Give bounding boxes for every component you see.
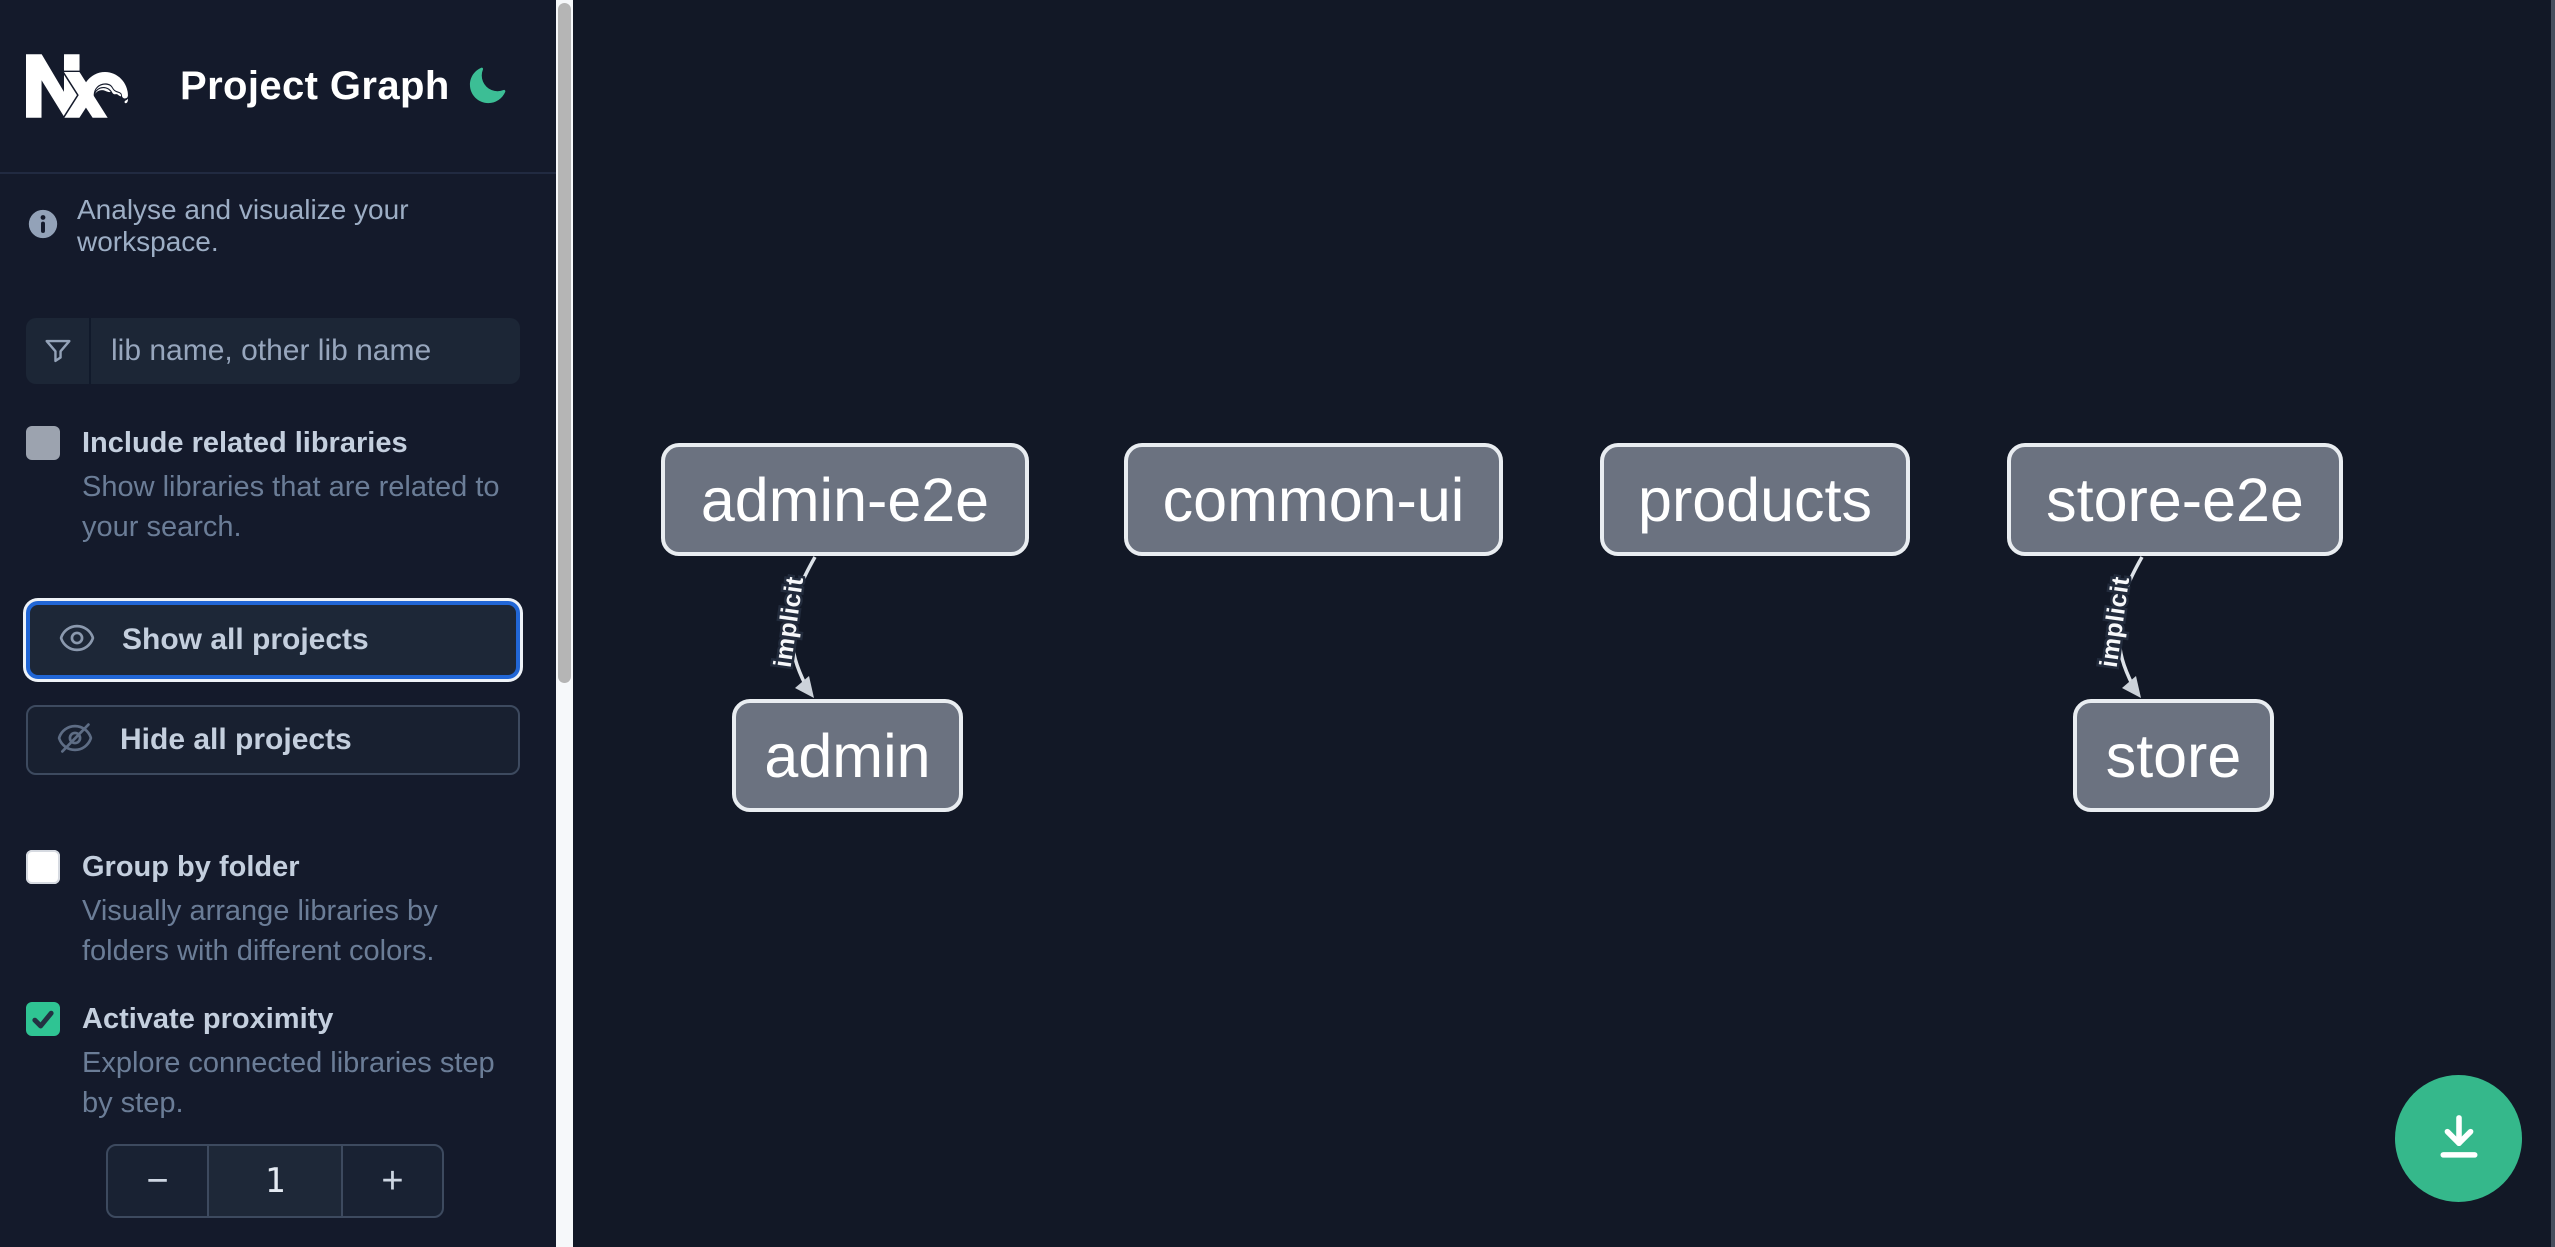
show-all-projects-button[interactable]: Show all projects bbox=[26, 601, 520, 679]
nx-logo bbox=[26, 34, 128, 138]
graph-node-store-e2e[interactable]: store-e2e bbox=[2007, 443, 2343, 556]
edge-label[interactable]: implicit bbox=[2092, 572, 2137, 672]
info-icon bbox=[26, 207, 60, 246]
activate-proximity-checkbox[interactable] bbox=[26, 1002, 60, 1036]
group-by-folder-label: Group by folder bbox=[82, 851, 300, 883]
sidebar-scrollbar-track[interactable] bbox=[556, 0, 573, 1247]
graph-node-common-ui[interactable]: common-ui bbox=[1124, 443, 1503, 556]
check-icon bbox=[32, 1010, 54, 1029]
stepper-value: 1 bbox=[207, 1146, 343, 1216]
filter-box bbox=[26, 318, 520, 384]
include-related-checkbox[interactable] bbox=[26, 426, 60, 460]
show-all-projects-label: Show all projects bbox=[122, 623, 369, 656]
tagline-row: Analyse and visualize your workspace. bbox=[26, 194, 556, 258]
edge-line bbox=[790, 556, 817, 687]
eye-slash-icon bbox=[56, 719, 94, 762]
edge-admin-e2e-admin[interactable]: implicit bbox=[766, 556, 817, 698]
edge-store-e2e-store[interactable]: implicit bbox=[2092, 556, 2144, 698]
option-activate-proximity: Activate proximity Explore connected lib… bbox=[26, 1000, 527, 1123]
moon-icon[interactable] bbox=[466, 65, 508, 107]
graph-edges-layer: implicit implicit bbox=[766, 556, 2144, 698]
graph-node-admin-e2e[interactable]: admin-e2e bbox=[661, 443, 1029, 556]
sidebar: Project Graph Analyse and visualize your… bbox=[0, 0, 556, 1247]
option-group-by-folder: Group by folder Visually arrange librari… bbox=[26, 848, 527, 971]
edge-arrowhead bbox=[2122, 676, 2141, 698]
graph-node-admin[interactable]: admin bbox=[732, 699, 963, 812]
eye-icon bbox=[58, 619, 96, 662]
graph-node-store[interactable]: store bbox=[2073, 699, 2274, 812]
option-include-related: Include related libraries Show libraries… bbox=[26, 424, 527, 547]
group-by-folder-description: Visually arrange libraries by folders wi… bbox=[82, 895, 438, 967]
sidebar-scrollbar-thumb[interactable] bbox=[558, 3, 571, 683]
include-related-label: Include related libraries bbox=[82, 427, 408, 459]
stepper-decrement-button[interactable]: − bbox=[146, 1159, 169, 1202]
edge-arrowhead bbox=[795, 676, 814, 698]
graph-node-products[interactable]: products bbox=[1600, 443, 1910, 556]
sidebar-header: Project Graph bbox=[0, 0, 556, 174]
download-graph-button[interactable] bbox=[2395, 1075, 2522, 1202]
edge-line bbox=[2117, 556, 2144, 687]
edge-label[interactable]: implicit bbox=[766, 572, 811, 672]
graph-canvas[interactable]: implicit implicit admin-e2e common-ui pr… bbox=[573, 0, 2555, 1247]
hide-all-projects-button[interactable]: Hide all projects bbox=[26, 705, 520, 775]
filter-input[interactable] bbox=[91, 318, 520, 384]
funnel-icon bbox=[26, 318, 91, 384]
stepper-increment-button[interactable]: + bbox=[381, 1159, 404, 1202]
page-title: Project Graph bbox=[180, 63, 450, 108]
include-related-description: Show libraries that are related to your … bbox=[82, 471, 500, 543]
proximity-stepper: − 1 + bbox=[106, 1144, 444, 1218]
window-right-edge bbox=[2551, 0, 2555, 1247]
group-by-folder-checkbox[interactable] bbox=[26, 850, 60, 884]
download-icon bbox=[2430, 1107, 2488, 1170]
activate-proximity-description: Explore connected libraries step by step… bbox=[82, 1047, 495, 1119]
tagline-text: Analyse and visualize your workspace. bbox=[77, 194, 409, 257]
hide-all-projects-label: Hide all projects bbox=[120, 723, 352, 756]
activate-proximity-label: Activate proximity bbox=[82, 1003, 334, 1035]
